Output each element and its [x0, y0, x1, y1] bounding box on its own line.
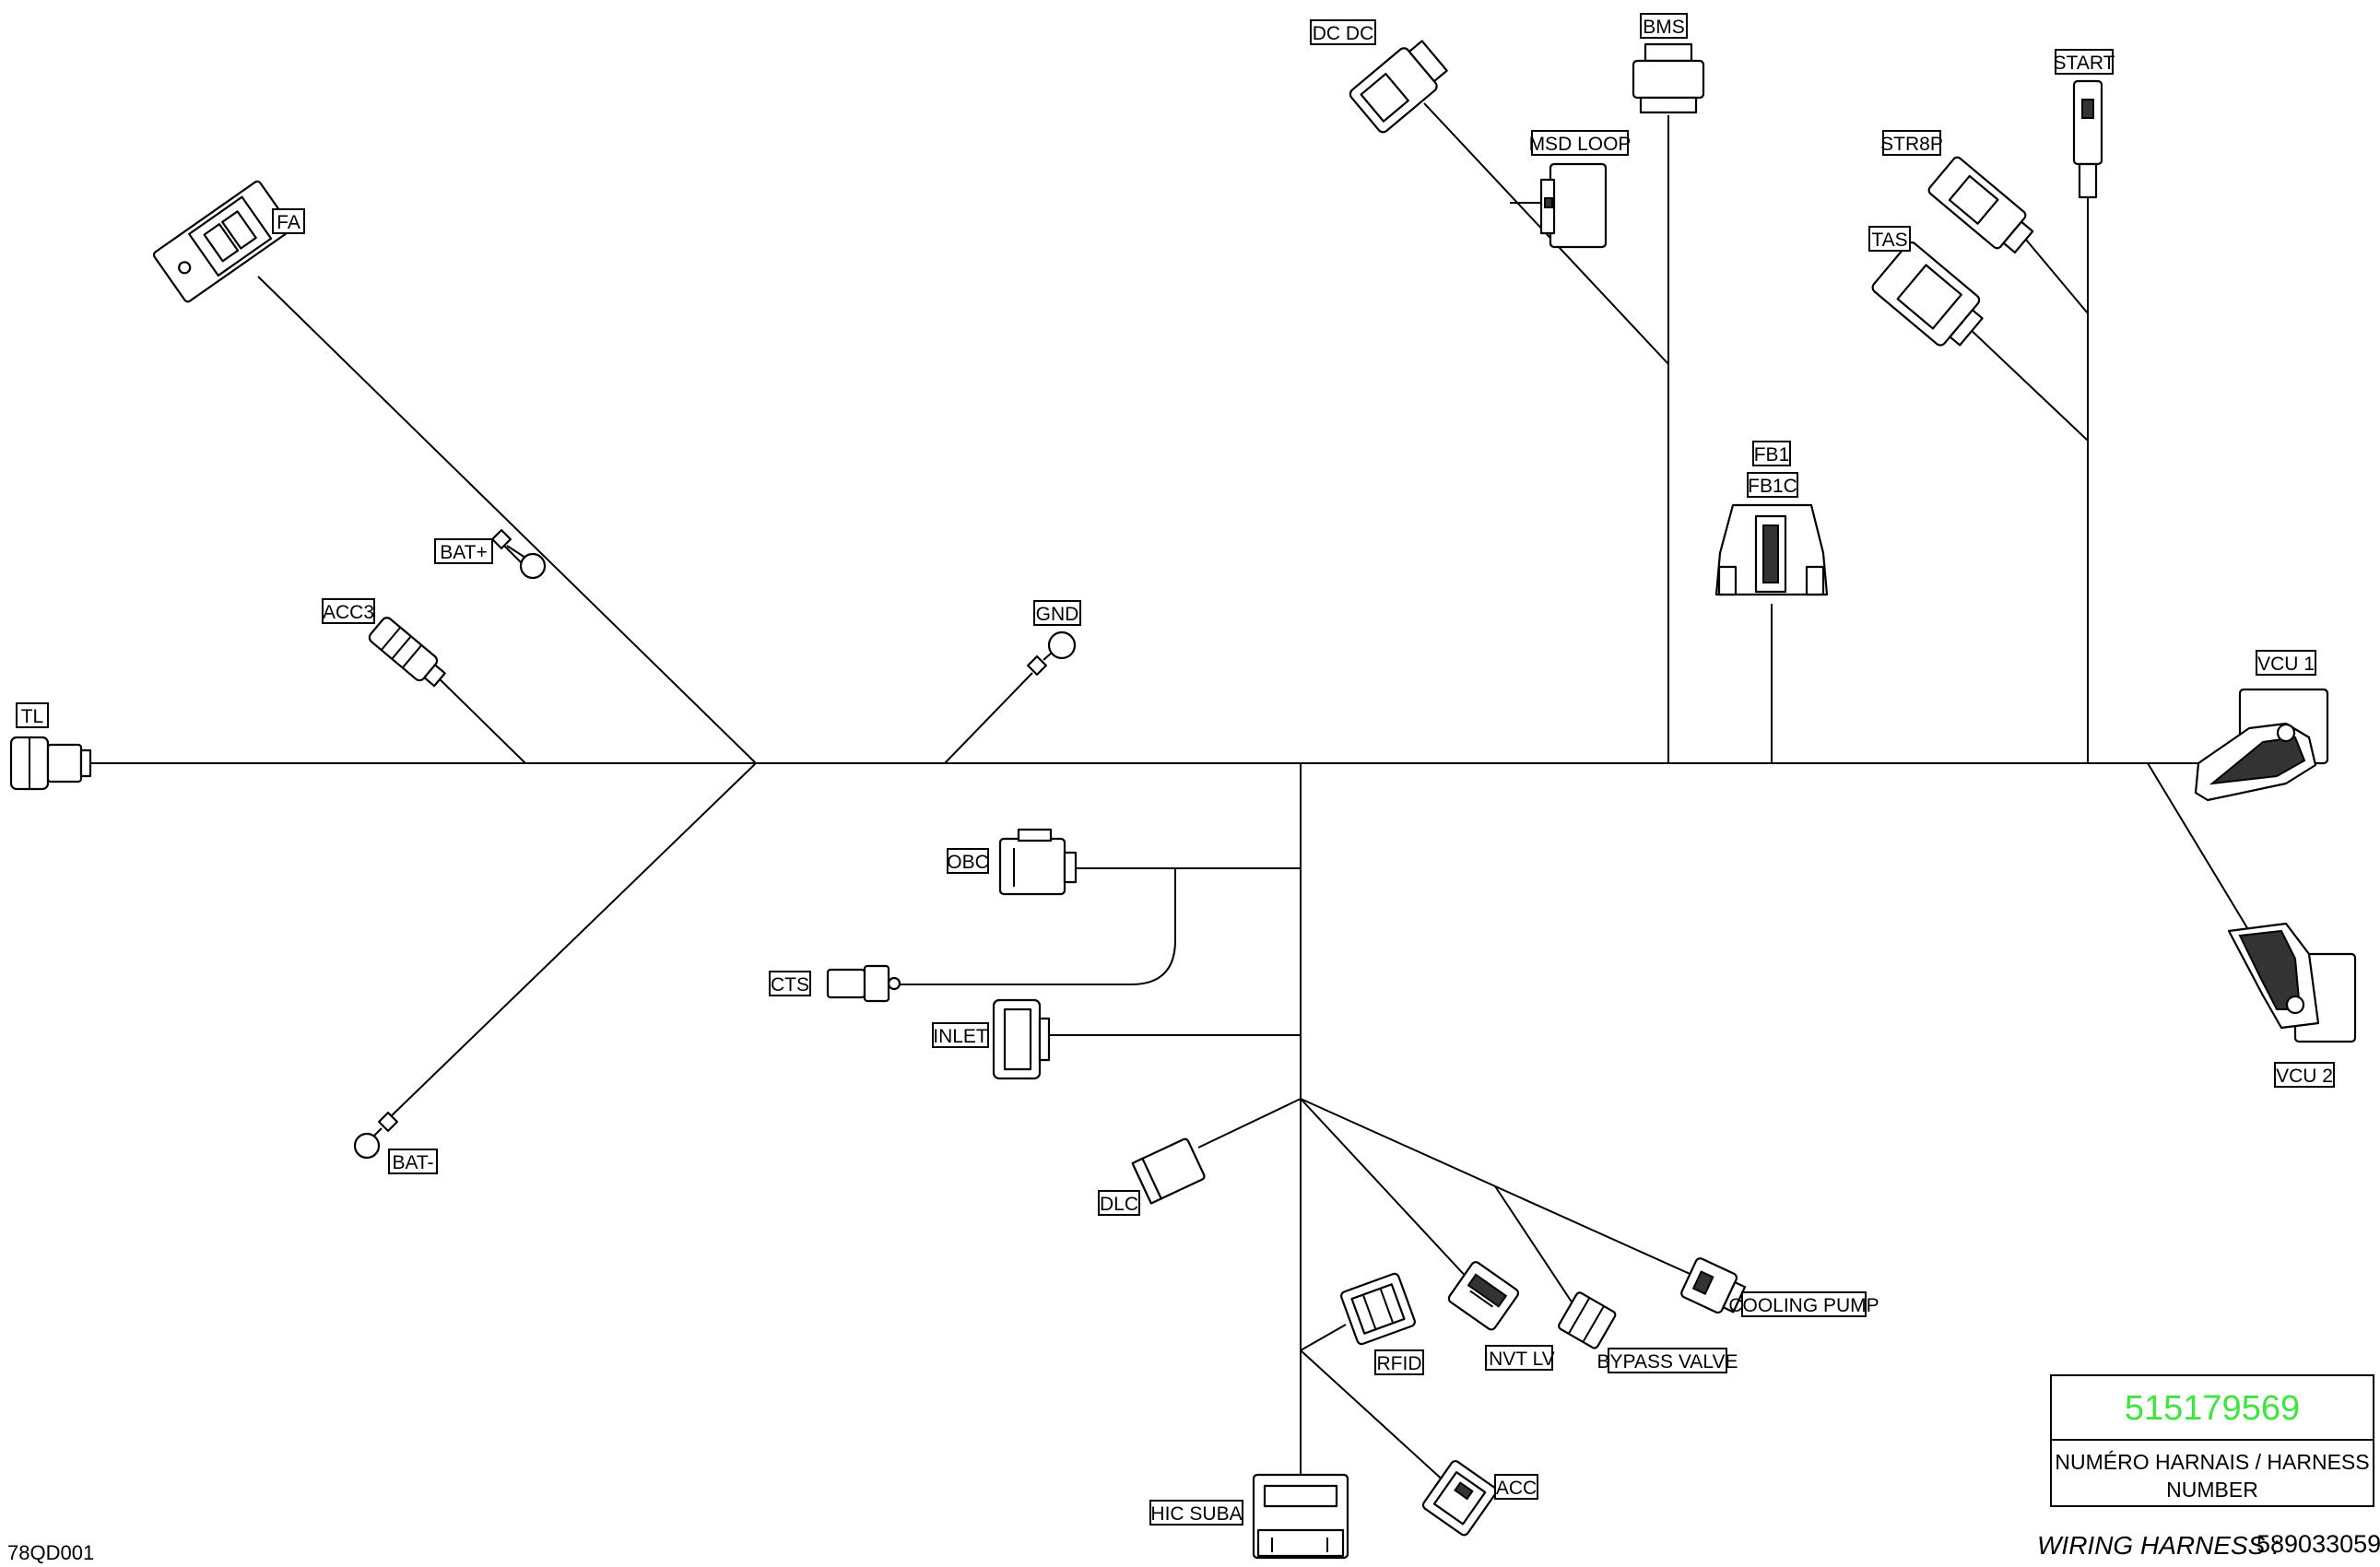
obc-connector-icon	[998, 828, 1078, 896]
svg-text:MSD LOOP: MSD LOOP	[1529, 134, 1632, 155]
svg-text:COOLING PUMP: COOLING PUMP	[1728, 1295, 1879, 1316]
label-dc-dc: DC DC	[1310, 19, 1376, 45]
svg-text:ACC: ACC	[1496, 1478, 1537, 1499]
label-vcu1: VCU 1	[2256, 650, 2316, 676]
bypass-valve-connector-icon	[1558, 1291, 1617, 1349]
hic-suba-connector-icon	[1252, 1473, 1349, 1560]
wiring-harness-reference: WIRING HARNESS : 589033059	[2037, 1530, 2380, 1560]
svg-text:BMS: BMS	[1643, 17, 1685, 38]
svg-text:TAS: TAS	[1871, 230, 1907, 251]
label-bypass-valve: BYPASS VALVE	[1597, 1348, 1738, 1373]
title-block: 515179569 NUMÉRO HARNAIS / HARNESS NUMBE…	[2050, 1374, 2374, 1507]
start-connector-icon	[2072, 79, 2103, 199]
drawing-reference: 78QD001	[7, 1541, 94, 1564]
label-invt-lv: INVT LV	[1483, 1345, 1555, 1371]
label-tas: TAS	[1868, 226, 1911, 252]
svg-text:TL: TL	[21, 706, 44, 727]
svg-text:INLET: INLET	[933, 1026, 988, 1047]
label-tl: TL	[16, 702, 49, 728]
svg-text:BYPASS VALVE: BYPASS VALVE	[1597, 1351, 1738, 1373]
msd-loop-connector-icon	[1539, 162, 1608, 249]
harness-part-number: 515179569	[2125, 1389, 2300, 1428]
fb1-fuse-box-icon	[1714, 503, 1829, 596]
svg-text:DLC: DLC	[1100, 1194, 1138, 1215]
label-obc: OBC	[947, 848, 989, 874]
wiring-harness-value: 589033059	[2256, 1530, 2380, 1558]
label-acc3: ACC3	[322, 598, 375, 624]
title-caption-line2: NUMBER	[2166, 1478, 2258, 1502]
svg-text:VCU 2: VCU 2	[2276, 1066, 2333, 1087]
acc-connector-icon	[1421, 1460, 1498, 1537]
svg-text:INVT LV: INVT LV	[1483, 1349, 1554, 1370]
label-acc: ACC	[1494, 1474, 1538, 1500]
vcu1-connector-icon	[2194, 688, 2329, 802]
wiring-harness-label: WIRING HARNESS :	[2037, 1531, 2280, 1560]
label-cts: CTS	[769, 971, 811, 996]
dlc-connector-icon	[1131, 1137, 1206, 1205]
label-fb1c: FB1C	[1747, 472, 1798, 498]
vcu2-connector-icon	[2227, 922, 2357, 1043]
acc3-connector-icon	[368, 617, 446, 688]
bat-plus-ring-terminal-icon	[491, 529, 547, 580]
svg-text:FA: FA	[277, 212, 300, 233]
svg-text:BAT-: BAT-	[392, 1152, 433, 1173]
bms-connector-icon	[1632, 42, 1705, 114]
svg-text:STR8P: STR8P	[1880, 134, 1943, 155]
label-hic-suba: HIC SUBA	[1149, 1500, 1243, 1526]
label-bat-minus: BAT-	[388, 1149, 438, 1174]
svg-text:FB1C: FB1C	[1748, 476, 1797, 497]
dc-dc-connector-icon	[1349, 40, 1448, 134]
svg-text:DC DC: DC DC	[1313, 23, 1374, 44]
label-bat-plus: BAT+	[434, 538, 493, 564]
bat-minus-ring-terminal-icon	[353, 1112, 398, 1160]
svg-text:VCU 1: VCU 1	[2257, 654, 2315, 675]
label-start: START	[2054, 49, 2115, 75]
inlet-connector-icon	[992, 998, 1051, 1080]
label-cooling-pump: COOLING PUMP	[1728, 1291, 1879, 1317]
svg-text:RFID: RFID	[1377, 1353, 1422, 1374]
label-bms: BMS	[1640, 13, 1688, 39]
svg-text:OBC: OBC	[947, 852, 989, 873]
svg-text:BAT+: BAT+	[440, 542, 488, 563]
title-caption-line1: NUMÉRO HARNAIS / HARNESS	[2055, 1450, 2369, 1474]
tl-connector-icon	[9, 736, 92, 791]
gnd-ring-terminal-icon	[1027, 630, 1077, 676]
rfid-connector-icon	[1340, 1272, 1416, 1346]
svg-text:GND: GND	[1036, 604, 1079, 625]
svg-text:CTS: CTS	[771, 974, 809, 996]
str8p-connector-icon	[1927, 156, 2034, 254]
label-gnd: GND	[1033, 600, 1081, 626]
fa-relay-icon	[152, 180, 292, 303]
label-vcu2: VCU 2	[2274, 1062, 2335, 1088]
label-inlet: INLET	[932, 1022, 989, 1048]
invt-lv-connector-icon	[1447, 1261, 1520, 1331]
label-dlc: DLC	[1098, 1190, 1140, 1216]
svg-text:FB1: FB1	[1754, 444, 1790, 465]
label-fa: FA	[272, 208, 305, 234]
svg-text:ACC3: ACC3	[323, 602, 374, 623]
tas-connector-icon	[1871, 241, 1984, 347]
label-str8p: STR8P	[1880, 130, 1943, 156]
label-fb1: FB1	[1752, 441, 1791, 466]
label-msd-loop: MSD LOOP	[1529, 130, 1632, 156]
label-rfid: RFID	[1374, 1349, 1424, 1375]
svg-text:START: START	[2054, 53, 2115, 74]
cooling-pump-connector-icon	[1680, 1257, 1747, 1314]
svg-text:HIC SUBA: HIC SUBA	[1150, 1503, 1242, 1525]
cts-connector-icon	[826, 964, 901, 1003]
